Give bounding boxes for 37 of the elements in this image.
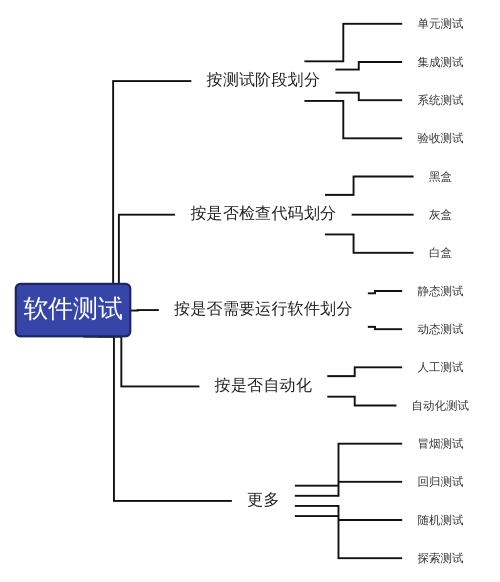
node-text: 冒烟测试 bbox=[417, 436, 464, 450]
connector bbox=[294, 515, 402, 560]
node-text: 探索测试 bbox=[417, 551, 464, 565]
node-text: 动态测试 bbox=[417, 322, 464, 336]
node-text: 集成测试 bbox=[417, 55, 464, 69]
node-text: 随机测试 bbox=[417, 513, 464, 527]
node-text: 黑盒 bbox=[428, 170, 452, 184]
node-text: 人工测试 bbox=[417, 360, 464, 374]
connector bbox=[368, 290, 402, 294]
connector bbox=[304, 22, 402, 62]
node-text: 回归测试 bbox=[417, 475, 464, 488]
connector bbox=[294, 442, 402, 487]
connector bbox=[83, 336, 232, 502]
connector bbox=[130, 309, 159, 312]
node-text: 更多 bbox=[247, 490, 280, 510]
node-text: 灰盒 bbox=[428, 208, 452, 222]
connector bbox=[294, 505, 402, 521]
node-text: 按是否检查代码划分 bbox=[190, 204, 336, 224]
node-text: 自动化测试 bbox=[412, 398, 469, 412]
node-text: 按测试阶段划分 bbox=[206, 70, 320, 90]
node-text: 系统测试 bbox=[417, 94, 464, 107]
node-text: 验收测试 bbox=[417, 132, 464, 146]
connector bbox=[324, 234, 414, 254]
node-text: 静态测试 bbox=[417, 284, 464, 298]
connector bbox=[324, 176, 414, 196]
node-text: 单元测试 bbox=[417, 17, 464, 31]
connector bbox=[352, 214, 414, 216]
connector bbox=[335, 92, 402, 102]
connector bbox=[335, 61, 402, 70]
connector bbox=[294, 480, 402, 497]
connector bbox=[304, 100, 402, 140]
node-text: 白盒 bbox=[428, 246, 452, 260]
connector bbox=[327, 396, 396, 406]
node-text: 按是否自动化 bbox=[214, 376, 312, 396]
node-text: 按是否需要运行软件划分 bbox=[174, 300, 353, 319]
connector bbox=[368, 326, 402, 330]
connector bbox=[327, 366, 402, 378]
